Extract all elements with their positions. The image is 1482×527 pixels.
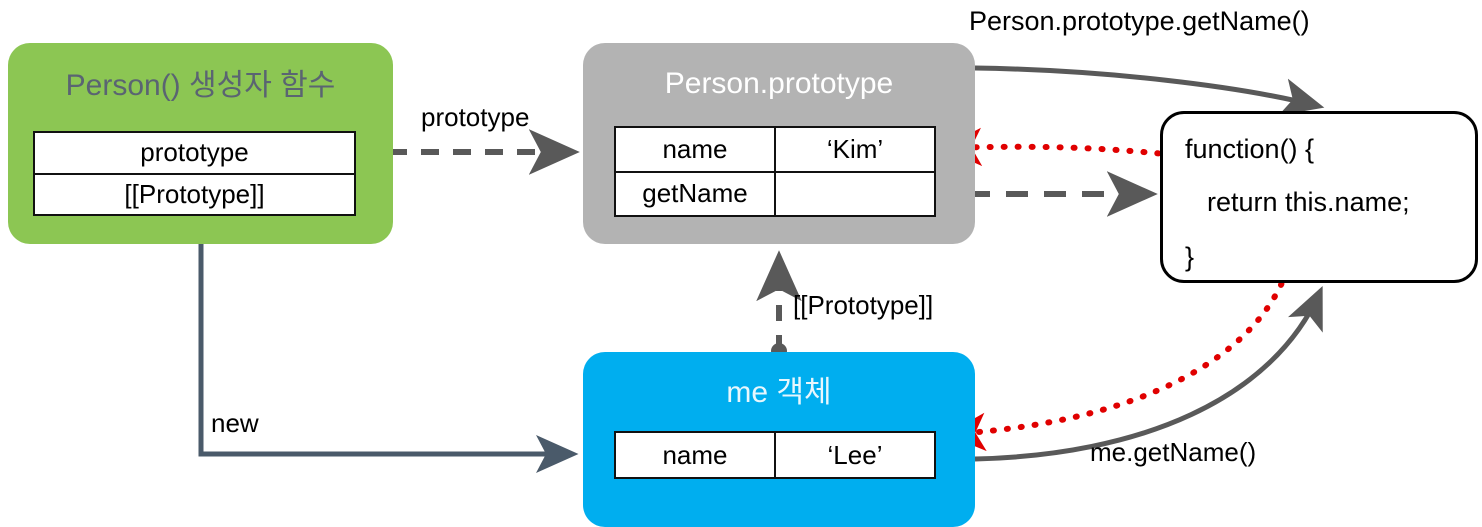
node-me-object-title: me 객체 [726,376,832,409]
node-person-prototype-title: Person.prototype [664,67,894,100]
label-new-edge: new [211,408,259,438]
person-prototype-properties: name ‘Kim’ getName [614,126,936,217]
table-row: prototype [35,133,354,173]
function-line-open: function() { [1185,134,1315,164]
property-hidden-prototype: [[Prototype]] [124,178,265,209]
me-object-properties: name ‘Lee’ [614,431,936,479]
table-row: getName [616,170,934,216]
function-line-return: return this.name; [1207,187,1410,217]
label-me-getname: me.getName() [1090,437,1257,467]
table-row: [[Prototype]] [35,172,354,215]
property-key-getname: getName [616,172,776,215]
edge-me-getname-call [974,286,1323,462]
node-function-body[interactable]: function() { return this.name; } [1160,111,1478,283]
edge-prototype-getname-call [974,65,1325,116]
function-line-close: } [1185,242,1195,272]
edge-hidden-prototype [756,250,802,359]
property-value-name: ‘Lee’ [827,439,883,470]
property-value-getname [776,173,934,216]
node-person-constructor-title: Person() 생성자 함수 [65,69,336,102]
property-prototype: prototype [140,137,249,168]
property-key-name: name [616,433,776,477]
label-prototype-edge: prototype [421,102,530,132]
label-hidden-prototype-edge: [[Prototype]] [793,290,934,320]
label-person-prototype-getname: Person.prototype.getName() [969,6,1310,36]
table-row: name ‘Kim’ [616,128,934,171]
property-key-name: name [616,128,776,171]
property-value-name: ‘Kim’ [826,133,884,164]
table-row: name ‘Lee’ [616,433,934,477]
person-constructor-properties: prototype [[Prototype]] [33,131,356,216]
